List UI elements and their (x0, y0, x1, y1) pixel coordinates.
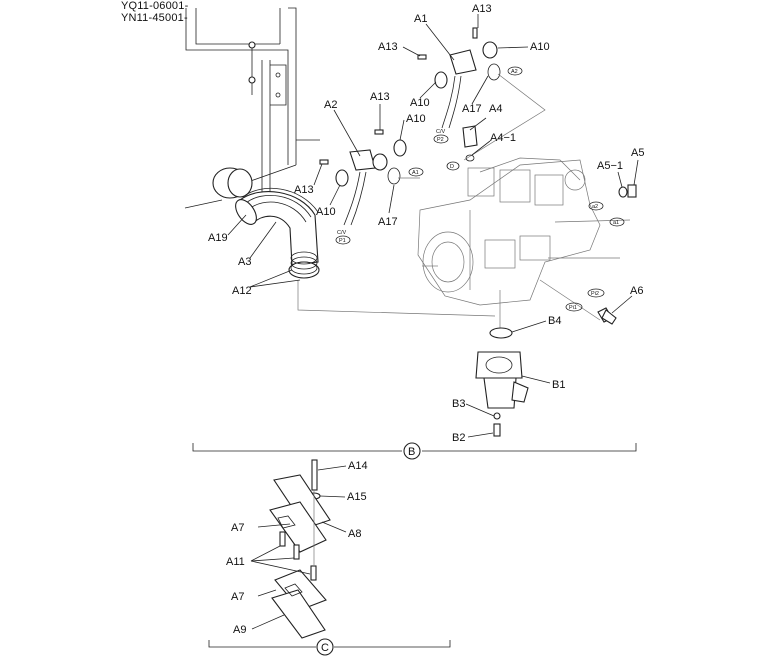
label-a10-top: A10 (530, 41, 550, 53)
label-a13-low: A13 (294, 184, 314, 196)
port-tags: A2 A1 D a2 a1 Pi2 Pi1 (408, 66, 625, 312)
frame-bracket (184, 7, 320, 209)
group-mark-b: B (408, 446, 415, 458)
label-a9: A9 (233, 624, 246, 636)
label-a10-left: A10 (406, 113, 426, 125)
port-tag-a1: A1 (412, 170, 419, 176)
label-a19: A19 (208, 232, 228, 244)
label-b1: B1 (552, 379, 565, 391)
cv-label-bottom: C/V (337, 230, 347, 236)
label-a1: A1 (414, 13, 427, 25)
label-a10-low: A10 (316, 206, 336, 218)
label-a10-mid: A10 (410, 97, 430, 109)
cv-tags: C/V P2 C/V P1 (335, 129, 449, 245)
group-bracket-c (208, 638, 451, 656)
serial-number-2: YN11-45001- (121, 12, 188, 24)
leader-lines (227, 14, 639, 630)
port-tag-pa2: a2 (592, 204, 598, 210)
label-a15: A15 (347, 491, 367, 503)
elbow-b1 (475, 327, 529, 437)
cv-tag-p2: P2 (437, 137, 444, 143)
callout-labels: A13 A1 A10 A13 A10 A17 A4 A13 A2 A10 A4−… (208, 3, 644, 636)
label-a7-top: A7 (231, 522, 244, 534)
label-a17-low: A17 (378, 216, 398, 228)
label-a5-1: A5−1 (597, 160, 623, 172)
hydraulic-pump (417, 157, 631, 330)
label-b3: B3 (452, 398, 465, 410)
label-a17-top: A17 (462, 103, 482, 115)
suction-hose (235, 187, 496, 317)
port-tag-pi2: Pi2 (591, 291, 599, 297)
port-fittings (597, 184, 637, 325)
label-b4: B4 (548, 315, 561, 327)
label-a7-bottom: A7 (231, 591, 244, 603)
port-tag-a2: A2 (511, 69, 518, 75)
label-a3: A3 (238, 256, 251, 268)
label-a8: A8 (348, 528, 361, 540)
serial-number-1: YQ11-06001- (121, 0, 189, 12)
label-a4: A4 (489, 103, 502, 115)
port-tag-pi1: Pi1 (569, 305, 577, 311)
label-a13-top: A13 (472, 3, 492, 15)
label-a13-mid: A13 (378, 41, 398, 53)
port-tag-d: D (450, 164, 454, 170)
label-a6: A6 (630, 285, 643, 297)
label-b2: B2 (452, 432, 465, 444)
cv-label-top: C/V (436, 129, 446, 135)
hose-fitting-a1 (374, 27, 546, 162)
label-a14: A14 (348, 460, 368, 472)
label-a13-left: A13 (370, 91, 390, 103)
cv-tag-p1: P1 (339, 238, 346, 244)
group-mark-c: C (321, 642, 329, 654)
label-a2: A2 (324, 99, 337, 111)
mount-assembly (269, 459, 331, 639)
label-a5: A5 (631, 147, 644, 159)
hose-fitting-a2 (319, 149, 420, 226)
label-a4-1: A4−1 (490, 132, 516, 144)
label-a12: A12 (232, 285, 252, 297)
port-tag-pa1: a1 (613, 220, 619, 226)
group-bracket-b (192, 442, 637, 460)
label-a11: A11 (226, 556, 245, 568)
